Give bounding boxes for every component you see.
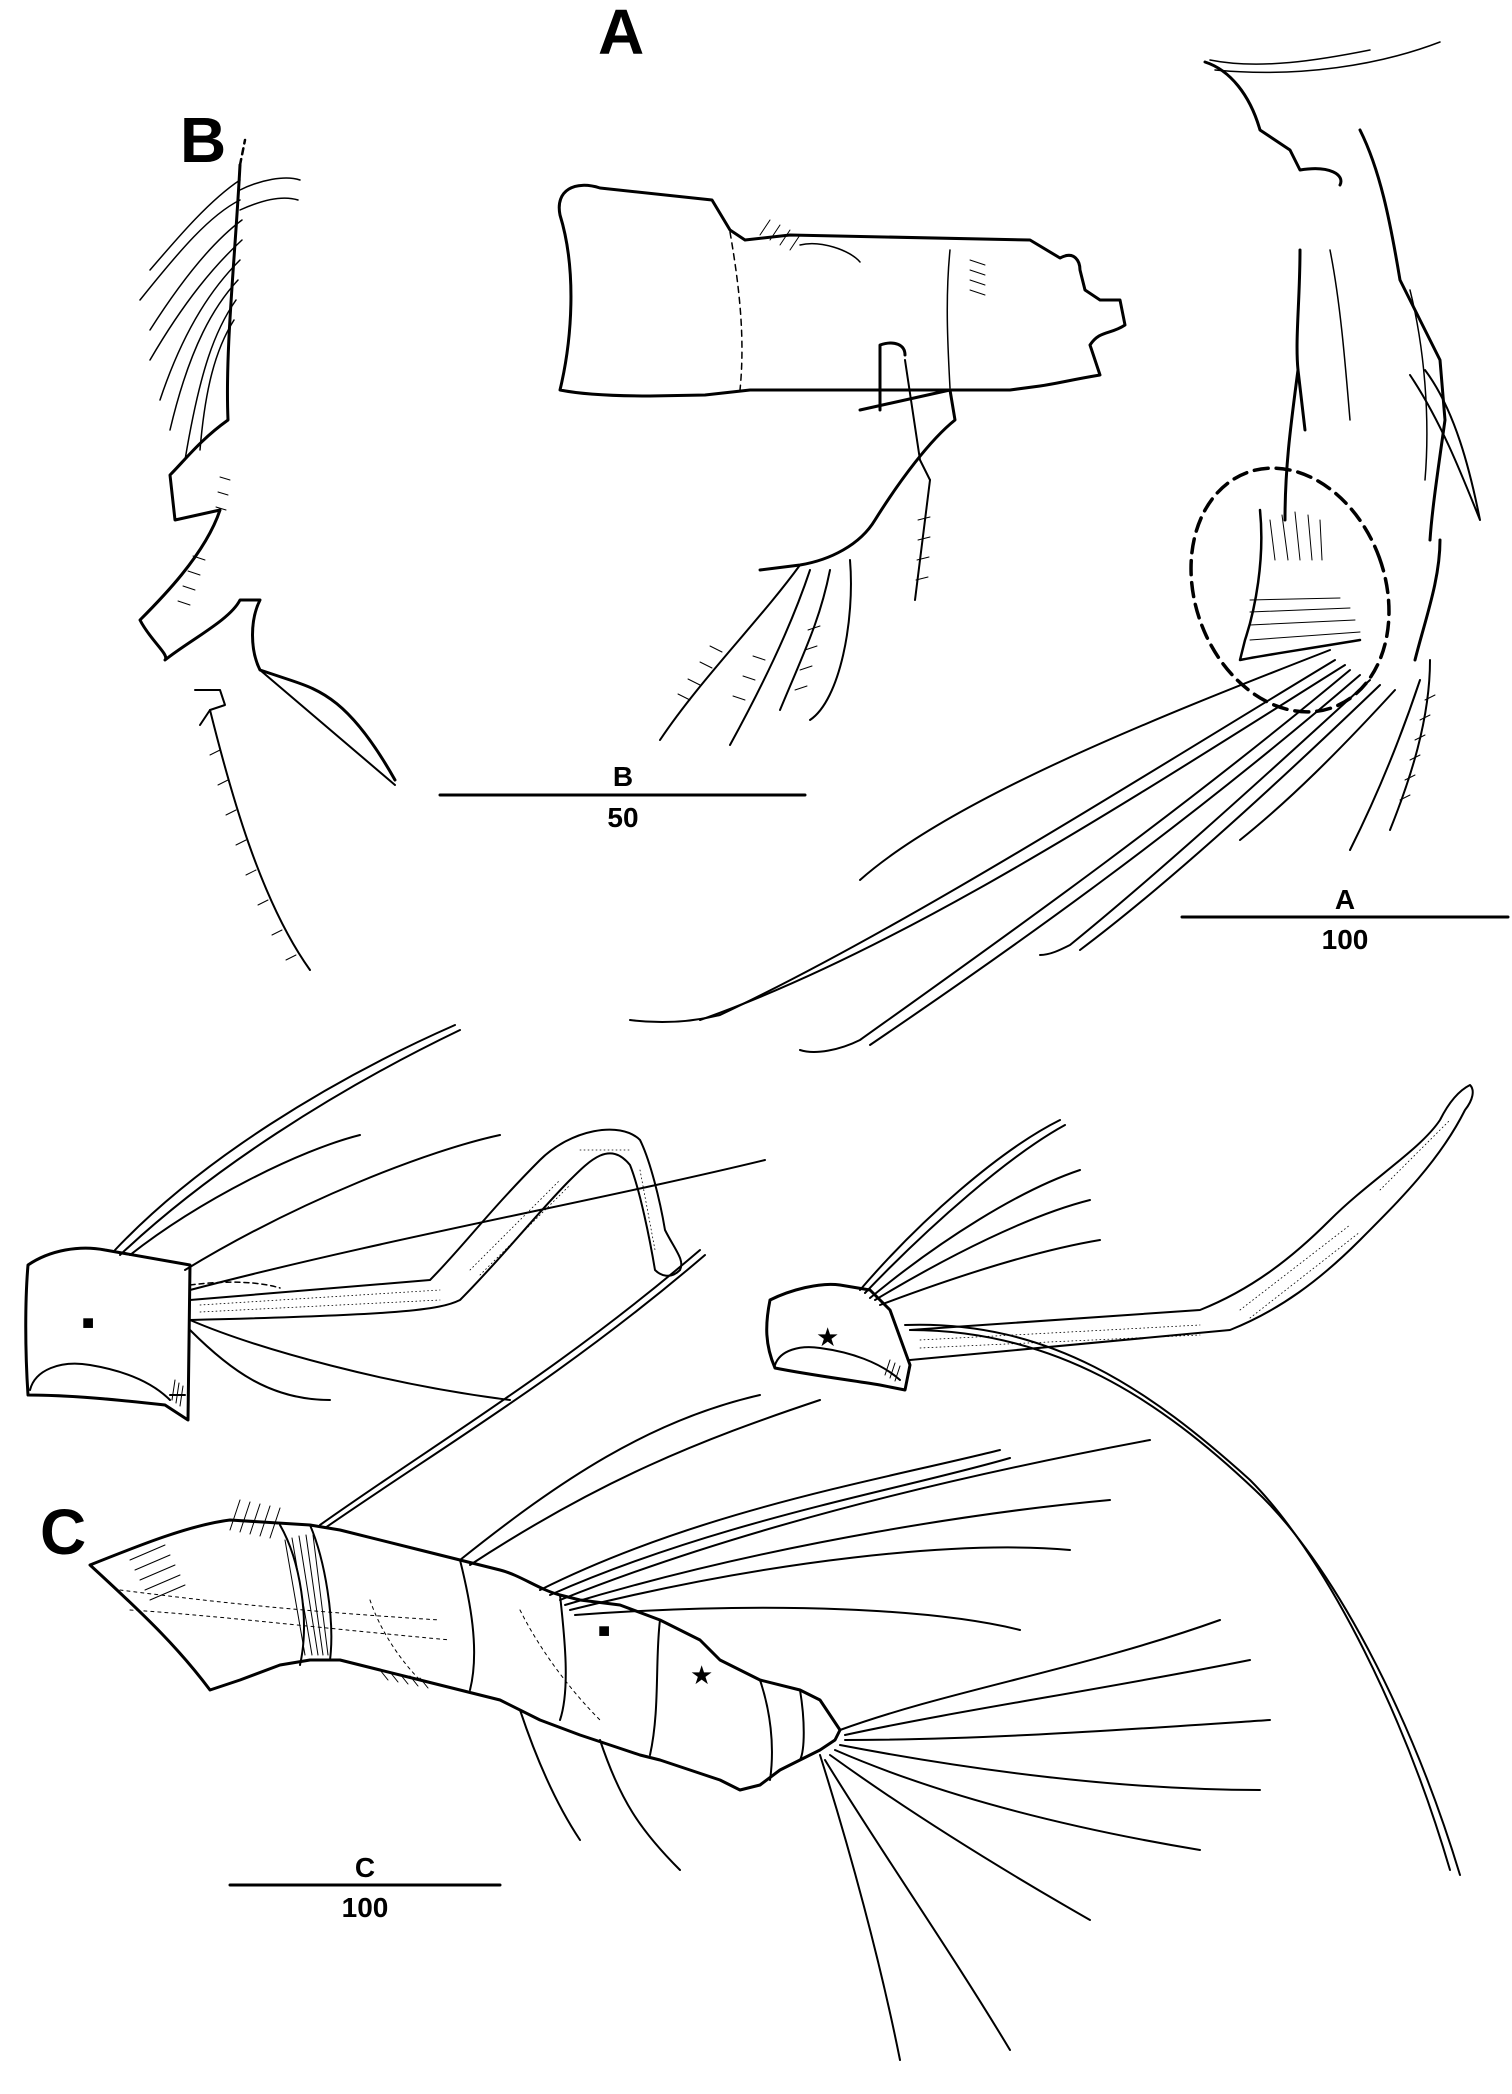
- a-long-seta-4: [1039, 679, 1371, 956]
- panel-label-c: C: [40, 1496, 87, 1568]
- c-appendage-outline: [88, 1518, 842, 1792]
- scale-bar-b-letter: B: [612, 761, 634, 792]
- marker-square-segment: ■: [82, 1312, 95, 1334]
- a-long-seta-3: [799, 669, 1351, 1053]
- segment-star-drawing: [765, 1084, 1474, 1876]
- a-feather-seta-2: [729, 569, 811, 746]
- a-long-seta-1: [859, 649, 1331, 881]
- segment-square-drawing: [24, 1024, 766, 1422]
- marker-square-panel-c: ■: [598, 1620, 611, 1642]
- scale-bar-c-value: 100: [341, 1892, 389, 1923]
- scale-bar-a-value: 100: [1321, 924, 1369, 955]
- star-segment-outline: [765, 1282, 912, 1392]
- panel-c-drawing: [88, 1249, 1271, 2061]
- star-stippled-tube: [909, 1084, 1474, 1361]
- panel-label-a: A: [598, 0, 645, 68]
- a-basal-segment: [557, 183, 1127, 398]
- marker-star-segment: ★: [816, 1322, 840, 1352]
- panel-label-b: B: [180, 104, 227, 176]
- a-left-branch: [758, 388, 957, 572]
- square-segment-outline: [24, 1246, 192, 1422]
- c-seta-2: [459, 1394, 761, 1561]
- a-feather-seta-1: [659, 564, 801, 741]
- marker-star-panel-c: ★: [690, 1660, 714, 1690]
- a-highlight-ellipse: [1189, 466, 1391, 714]
- panel-b-drawing: [138, 138, 397, 971]
- c-seta-1: [319, 1249, 701, 1526]
- scale-bar-b-value: 50: [607, 802, 639, 833]
- a-right-segment: [1203, 60, 1343, 187]
- a-feather-seta-4: [809, 559, 852, 721]
- square-stippled-tube: [189, 1128, 683, 1321]
- b-main-outline: [138, 163, 397, 782]
- a-long-seta-2: [629, 659, 1336, 1024]
- panel-a-drawing: [557, 41, 1481, 1053]
- scale-bar-a-letter: A: [1334, 884, 1356, 915]
- a-feather-seta-3: [779, 569, 831, 711]
- scale-bar-c-letter: C: [354, 1852, 376, 1883]
